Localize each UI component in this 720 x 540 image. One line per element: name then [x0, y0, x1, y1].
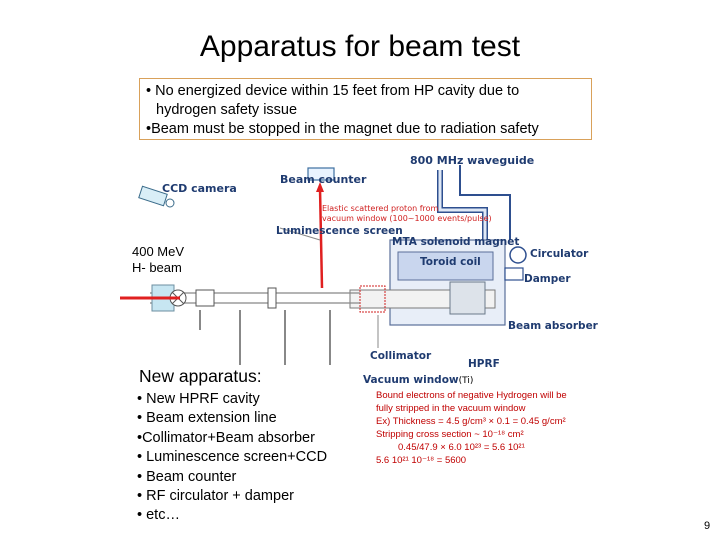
damper-label: Damper [524, 273, 571, 285]
beam-counter-label: Beam counter [280, 173, 367, 186]
scattered-proton-path [318, 187, 324, 289]
slide-title: Apparatus for beam test [199, 30, 521, 63]
list-item: • RF circulator + damper [137, 488, 294, 505]
circulator-icon [509, 246, 527, 264]
notice-line-1: • No energized device within 15 feet fro… [146, 83, 520, 99]
damper-icon [504, 267, 524, 281]
stripping-note: Bound electrons of negative Hydrogen wil… [376, 389, 567, 467]
elastic-label-line-2: vacuum window (100~1000 events/pulse) [322, 214, 492, 223]
circulator-label: Circulator [530, 248, 589, 260]
elastic-label-line-1: Elastic scattered proton from [322, 204, 439, 213]
note-line-2: fully stripped in the vacuum window [376, 403, 526, 414]
notice-line-3: •Beam must be stopped in the magnet due … [146, 121, 539, 137]
waveguide-label: 800 MHz waveguide [410, 154, 535, 167]
vacuum-window-label: Vacuum window(Ti) [363, 374, 473, 386]
notice-line-2: hydrogen safety issue [156, 102, 298, 118]
list-item: • Beam counter [137, 468, 237, 485]
new-apparatus-list: • New HPRF cavity • Beam extension line … [137, 390, 327, 526]
beam-counter-icon [307, 167, 335, 181]
note-line-5: 0.45/47.9 × 6.0 10²³ = 5.6 10²¹ [398, 442, 525, 453]
toroid-coil [397, 251, 494, 281]
list-item: • Luminescence screen+CCD [137, 449, 328, 466]
scattered-proton-arrowhead [316, 182, 324, 192]
vacuum-window-ti: (Ti) [458, 376, 474, 386]
new-apparatus-heading: New apparatus: [139, 366, 262, 386]
luminescence-screen-pointer [279, 227, 321, 241]
collimator-label: Collimator [370, 350, 432, 362]
note-line-4: Stripping cross section ~ 10⁻¹⁸ cm² [376, 429, 524, 440]
beam-line [150, 284, 360, 365]
mta-magnet-label: MTA solenoid magnet [392, 236, 520, 248]
toroid-label: Toroid coil [420, 256, 481, 268]
collimator-body [359, 285, 386, 313]
beam-species: H- beam [132, 260, 182, 275]
ccd-camera-icon [138, 185, 175, 208]
apparatus-diagram [120, 165, 527, 365]
waveguide-icon [437, 165, 511, 240]
hprf-label: HPRF [468, 358, 500, 370]
page-number: 9 [704, 520, 711, 532]
note-line-1: Bound electrons of negative Hydrogen wil… [376, 390, 567, 401]
note-line-3: Ex) Thickness = 4.5 g/cm³ × 0.1 = 0.45 g… [376, 416, 566, 427]
safety-notice-box: • No energized device within 15 feet fro… [139, 78, 592, 140]
ccd-camera-label: CCD camera [162, 182, 237, 195]
beam-absorber-label: Beam absorber [508, 320, 598, 332]
list-item: •Collimator+Beam absorber [137, 429, 315, 446]
beam-label: 400 MeV H- beam [132, 244, 184, 276]
note-line-6: 5.6 10²¹ 10⁻¹⁸ = 5600 [376, 455, 467, 466]
beam-absorber-body [449, 281, 486, 315]
vacuum-window-text: Vacuum window [363, 374, 459, 386]
list-item: • New HPRF cavity [137, 391, 260, 407]
list-item: • Beam extension line [137, 410, 277, 427]
list-item: • etc… [137, 507, 180, 524]
beam-energy: 400 MeV [132, 244, 185, 259]
luminescence-label: Luminescence screen [276, 225, 403, 237]
